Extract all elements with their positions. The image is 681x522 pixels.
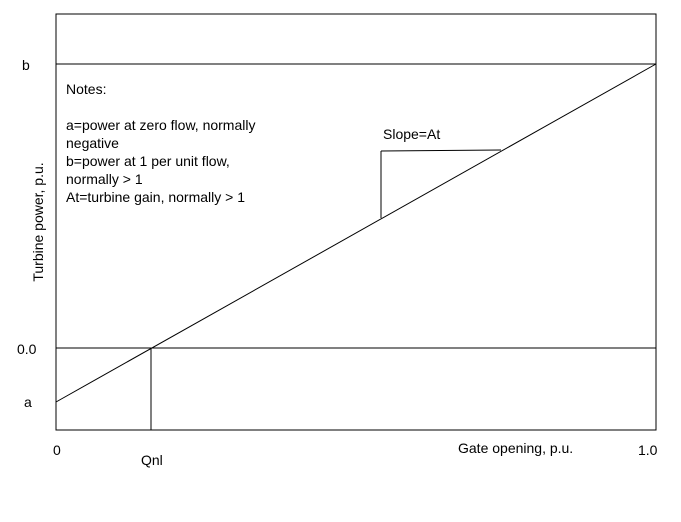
x-tick-one: 1.0: [638, 442, 658, 458]
y-tick-zero: 0.0: [17, 341, 37, 357]
notes-line: normally > 1: [66, 171, 143, 187]
notes-line: negative: [66, 135, 119, 151]
slope-label: Slope=At: [383, 126, 441, 142]
notes-title: Notes:: [66, 81, 107, 97]
y-tick-a: a: [24, 394, 32, 410]
plot-frame: [55, 13, 657, 431]
x-tick-qnl: Qnl: [141, 452, 163, 468]
notes-line: b=power at 1 per unit flow,: [66, 153, 230, 169]
notes-box: Notes: a=power at zero flow, normally ne…: [66, 80, 255, 206]
y-axis-label: Turbine power, p.u.: [30, 162, 46, 282]
slope-triangle-horizontal: [380, 149, 502, 152]
y-tick-b: b: [22, 57, 30, 73]
notes-line: a=power at zero flow, normally: [66, 117, 256, 133]
x-tick-zero: 0: [53, 442, 61, 458]
turbine-power-line: [55, 63, 657, 403]
x-axis-label: Gate opening, p.u.: [458, 440, 574, 456]
notes-line: At=turbine gain, normally > 1: [66, 189, 245, 205]
